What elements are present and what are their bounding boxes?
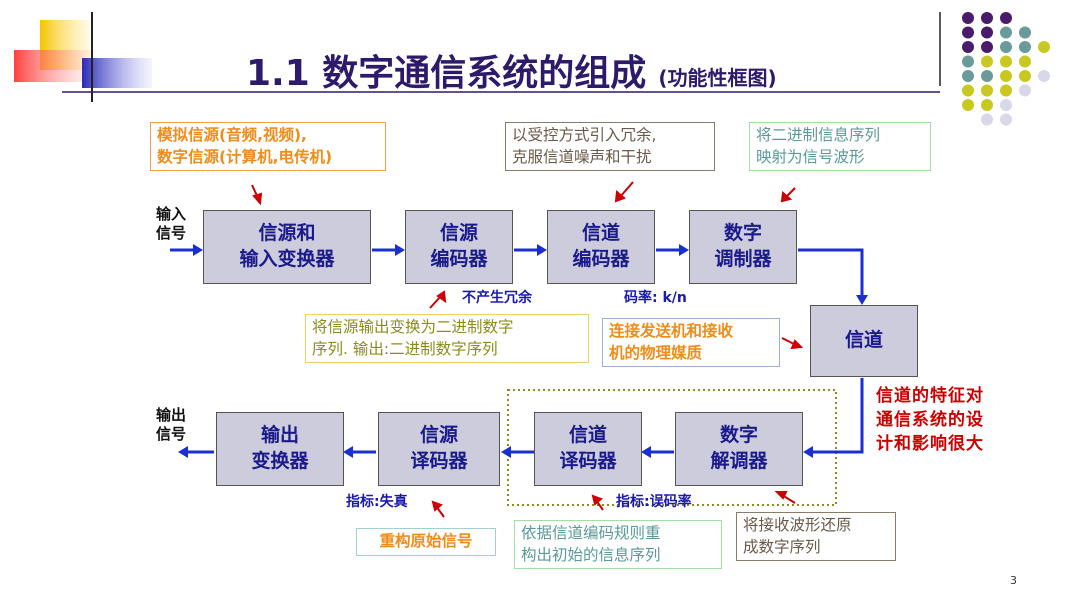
note-decode-rule: 依据信道编码规则重 构出初始的信息序列 [514,520,722,570]
decor-dot [981,12,993,24]
decor-dot [981,70,993,82]
decor-dot [981,113,993,126]
decor-dot [962,41,974,53]
decor-dot [1019,84,1031,97]
decor-dot [1019,26,1031,39]
label-no-redundancy: 不产生冗余 [462,290,532,306]
block-modulator: 数字 调制器 [689,210,797,284]
annotation-pointers [251,181,804,518]
decor-dot [1000,26,1012,39]
label-metric-distortion: 指标:失真 [346,494,408,510]
block-source-decoder: 信源 译码器 [378,412,500,486]
decor-dot [1000,113,1012,126]
decor-dot [962,70,974,82]
note-source-types: 模拟信源(音频,视频), 数字信源(计算机,电传机) [150,122,386,172]
decor-dot [962,99,974,111]
block-channel-decoder: 信道 译码器 [534,412,642,486]
block-channel-encoder: 信道 编码器 [547,210,655,284]
title-subtitle: (功能性框图) [658,66,777,90]
decor-dot [1019,55,1031,68]
decor-dot [1019,41,1031,53]
dot-grid-decoration [962,12,1050,126]
decor-dot [962,26,974,39]
input-signal-label: 输入 信号 [156,205,187,242]
note-source-output: 将信源输出变换为二进制数字 序列. 输出:二进制数字序列 [305,314,589,364]
note-reconstruct: 重构原始信号 [356,528,496,556]
decor-dot [981,84,993,97]
decor-dot [1000,12,1012,24]
decor-dot [1019,70,1031,82]
page-number: 3 [1010,574,1017,587]
decor-dot [962,55,974,68]
decor-dot [1000,55,1012,68]
title-text: 1.1 数字通信系统的组成 [246,53,647,94]
corner-logo-graphic [14,12,940,102]
decor-dot [981,99,993,111]
output-signal-label: 输出 信号 [156,406,187,443]
decor-dot [962,84,974,97]
block-demodulator: 数字 解调器 [675,412,803,486]
receiver-group-outline [507,389,837,506]
block-channel: 信道 [810,305,918,377]
decor-dot [1000,70,1012,82]
note-restore: 将接收波形还原 成数字序列 [736,512,896,562]
decor-dot [1000,84,1012,97]
decor-dot [1038,41,1050,53]
arrow-heads [178,244,868,458]
decor-dot [1000,41,1012,53]
page-title: 1.1 数字通信系统的组成 (功能性框图) [246,44,777,96]
decor-dot [981,55,993,68]
block-source-transducer: 信源和 输入变换器 [203,210,371,284]
decor-dot [1000,99,1012,111]
note-channel-desc: 连接发送机和接收 机的物理媒质 [602,318,780,368]
label-metric-ber: 指标:误码率 [616,494,692,510]
note-mapping: 将二进制信息序列 映射为信号波形 [749,122,931,172]
decor-dot [981,26,993,39]
decor-dot [981,41,993,53]
signal-flow-arrows [170,248,864,454]
note-redundancy: 以受控方式引入冗余, 克服信道噪声和干扰 [505,122,715,172]
note-channel-effect: 信道的特征对 通信系统的设 计和影响很大 [876,386,984,454]
label-code-rate: 码率: k/n [624,290,687,306]
decor-dot [962,12,974,24]
block-output-transducer: 输出 变换器 [216,412,344,486]
decor-dot [1038,70,1050,82]
block-source-encoder: 信源 编码器 [405,210,513,284]
